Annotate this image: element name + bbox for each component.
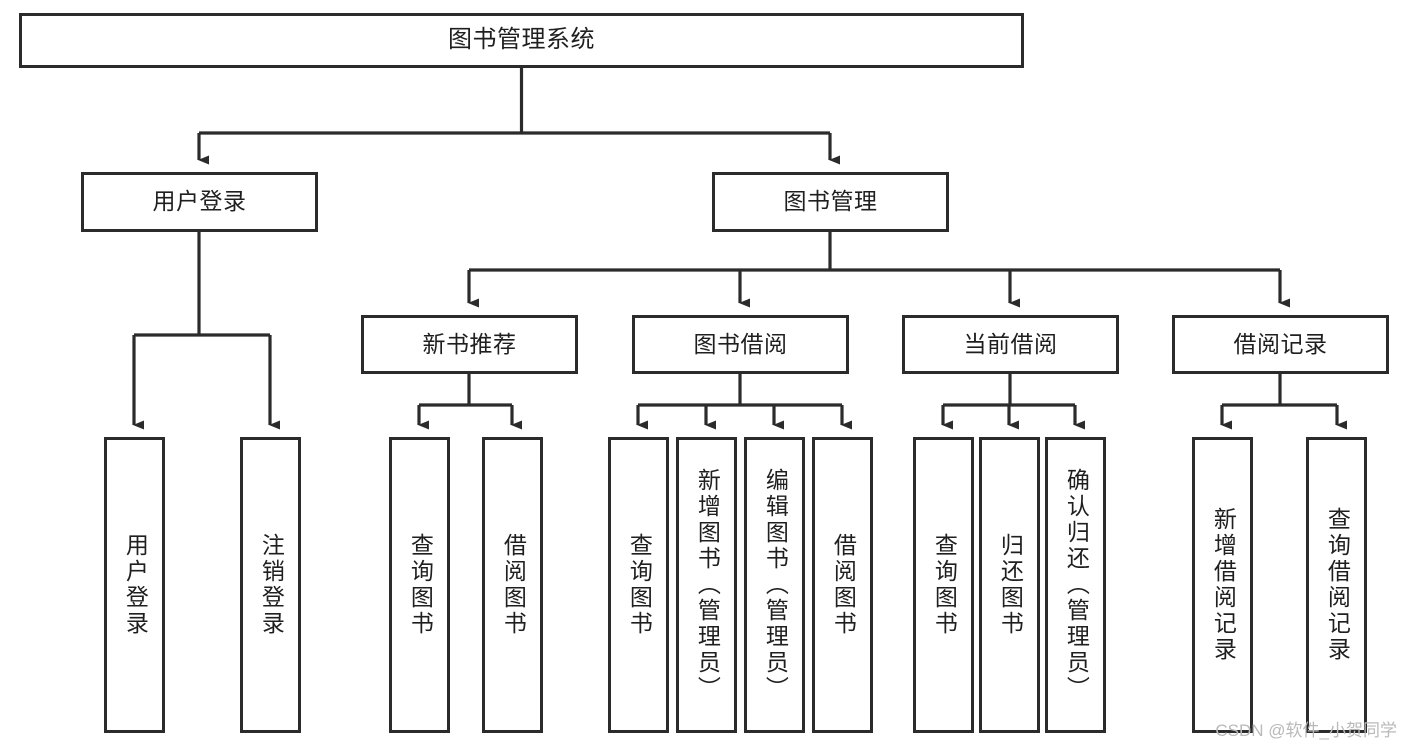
node-leaf-confirm-return-admin[interactable]: 确认归还（管理员） [1045, 437, 1106, 733]
node-user-login-label: 用户登录 [152, 188, 247, 215]
node-borrow-records-label: 借阅记录 [1233, 330, 1328, 357]
node-leaf-add-book-admin-label: 新增图书（管理员） [694, 468, 721, 702]
node-book-borrow[interactable]: 图书借阅 [632, 315, 849, 374]
node-new-book-recommend[interactable]: 新书推荐 [361, 315, 578, 374]
node-leaf-confirm-return-admin-label: 确认归还（管理员） [1063, 468, 1090, 702]
node-leaf-logout-label: 注销登录 [258, 533, 285, 637]
node-leaf-edit-book-admin-label: 编辑图书（管理员） [762, 468, 789, 702]
node-book-management-label: 图书管理 [783, 188, 878, 215]
node-leaf-add-borrow-record-label: 新增借阅记录 [1210, 507, 1237, 663]
node-leaf-borrow-query-book[interactable]: 查询图书 [608, 437, 669, 733]
node-leaf-current-query-book-label: 查询图书 [931, 533, 958, 637]
node-leaf-add-book-admin[interactable]: 新增图书（管理员） [676, 437, 737, 733]
node-leaf-edit-book-admin[interactable]: 编辑图书（管理员） [744, 437, 805, 733]
node-leaf-borrow-book-label: 借阅图书 [830, 533, 857, 637]
node-book-management[interactable]: 图书管理 [712, 172, 949, 232]
node-leaf-newbook-borrow-book-label: 借阅图书 [500, 533, 527, 637]
node-root-label: 图书管理系统 [448, 26, 595, 54]
node-leaf-newbook-query-book-label: 查询图书 [407, 533, 434, 637]
node-root[interactable]: 图书管理系统 [19, 13, 1024, 68]
node-leaf-logout[interactable]: 注销登录 [240, 437, 301, 733]
node-leaf-return-book-label: 归还图书 [997, 533, 1024, 637]
node-book-borrow-label: 图书借阅 [693, 330, 788, 357]
node-new-book-recommend-label: 新书推荐 [422, 330, 517, 357]
node-leaf-current-query-book[interactable]: 查询图书 [913, 437, 974, 733]
node-leaf-user-login[interactable]: 用户登录 [104, 437, 165, 733]
node-user-login[interactable]: 用户登录 [81, 172, 318, 232]
node-leaf-newbook-borrow-book[interactable]: 借阅图书 [482, 437, 543, 733]
node-current-borrow[interactable]: 当前借阅 [902, 315, 1119, 374]
node-leaf-newbook-query-book[interactable]: 查询图书 [389, 437, 450, 733]
node-leaf-query-borrow-record-label: 查询借阅记录 [1324, 507, 1351, 663]
node-leaf-add-borrow-record[interactable]: 新增借阅记录 [1192, 437, 1253, 733]
node-current-borrow-label: 当前借阅 [963, 330, 1058, 357]
node-leaf-borrow-query-book-label: 查询图书 [626, 533, 653, 637]
node-borrow-records[interactable]: 借阅记录 [1172, 315, 1389, 374]
node-leaf-return-book[interactable]: 归还图书 [979, 437, 1040, 733]
node-leaf-borrow-book[interactable]: 借阅图书 [812, 437, 873, 733]
node-leaf-user-login-label: 用户登录 [122, 533, 149, 637]
node-leaf-query-borrow-record[interactable]: 查询借阅记录 [1306, 437, 1367, 733]
